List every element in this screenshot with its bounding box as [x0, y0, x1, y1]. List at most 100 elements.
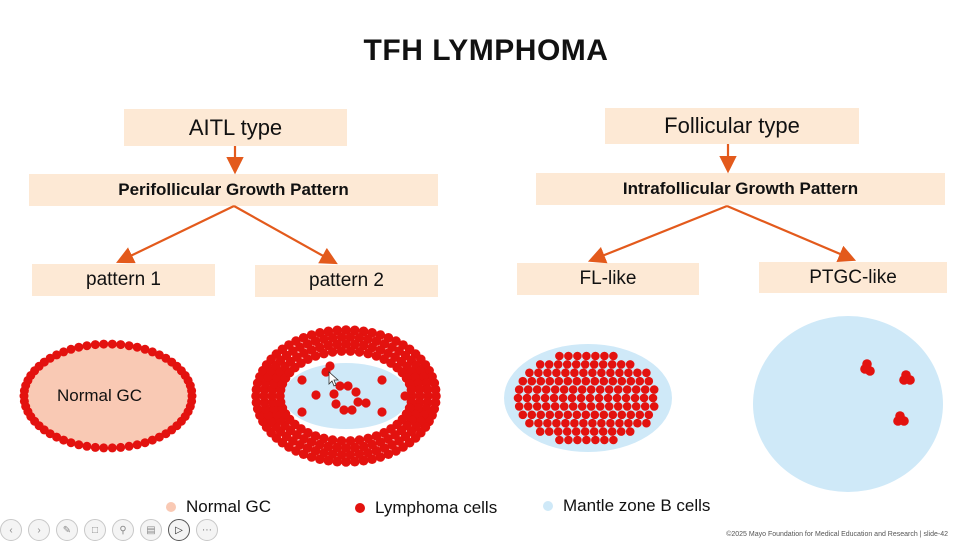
lymphoma-cell [52, 350, 62, 360]
lymphoma-cell [617, 376, 627, 386]
zoom-icon[interactable]: ⚲ [112, 519, 134, 541]
lymphoma-cell [536, 376, 546, 386]
arrow-intra-to-fl [587, 204, 728, 264]
lymphoma-cell [635, 376, 645, 386]
lymphoma-cell [554, 376, 564, 386]
lymphoma-cell [82, 441, 92, 451]
lymphoma-cell [624, 418, 633, 428]
lymphoma-cell [107, 339, 117, 349]
lymphoma-cell [609, 435, 618, 445]
lymphoma-cell [550, 402, 560, 411]
lymphoma-cell [534, 418, 543, 428]
lymphoma-cell [597, 418, 606, 428]
lymphoma-cell [633, 368, 642, 378]
lymphoma-cell [345, 346, 356, 356]
lymphoma-cell [332, 456, 343, 467]
lymphoma-cell [570, 368, 579, 378]
lymphoma-cell [345, 450, 356, 460]
lymphoma-cell [379, 428, 389, 438]
lymphoma-cell [591, 351, 600, 361]
lymphoma-cell [626, 376, 636, 386]
fl-like-label: FL-like [579, 268, 637, 289]
lymphoma-cell [540, 393, 550, 403]
lymphoma-cell [639, 393, 649, 403]
lymphoma-cell [599, 376, 609, 386]
lymphoma-cell [310, 431, 321, 441]
presentation-toolbar: ‹ › ✎ □ ⚲ ▤ ▷ ⋯ [0, 519, 218, 543]
lymphoma-cell [570, 418, 579, 428]
lymphoma-cell [563, 410, 573, 420]
follicular-type-label: Follicular type [664, 113, 800, 138]
lymphoma-cell [642, 418, 651, 428]
lymphoma-cell [644, 410, 654, 420]
lymphoma-cell [624, 368, 633, 378]
lymphoma-cell [532, 385, 542, 394]
lymphoma-cell [552, 418, 561, 428]
ptgc-like-label: PTGC-like [809, 266, 897, 288]
lymphoma-cell [607, 427, 617, 436]
lymphoma-cell [616, 360, 626, 369]
lymphoma-cell [613, 385, 623, 394]
lymphoma-cell [74, 440, 84, 450]
lymphoma-cell [132, 342, 142, 352]
lymphoma-cell [622, 385, 632, 394]
lymphoma-cell [562, 360, 572, 369]
lymphoma-cell [414, 384, 425, 395]
lymphoma-cell [626, 410, 636, 420]
lymphoma-cell [622, 402, 632, 411]
lymphoma-cell [116, 442, 126, 452]
lymphoma-cell [523, 385, 533, 394]
slide-title: TFH LYMPHOMA [363, 34, 609, 67]
lymphoma-cell [527, 376, 537, 386]
lymphoma-cell [518, 376, 528, 386]
lymphoma-cell [606, 368, 615, 378]
lymphoma-cell [535, 360, 545, 369]
lymphoma-cell [329, 389, 339, 399]
lymphoma-cell [553, 360, 563, 369]
follicular-type-box: Follicular type [605, 108, 859, 144]
lymphoma-cell [536, 410, 546, 420]
pattern1-normal-gc [25, 346, 191, 446]
lymphoma-cell [341, 339, 351, 349]
back-icon[interactable]: ‹ [0, 519, 22, 541]
lymphoma-cell [430, 384, 441, 395]
pattern2-figure [251, 325, 441, 467]
copyright-footer: ©2025 Mayo Foundation for Medical Educat… [726, 531, 948, 538]
pattern2-label: pattern 2 [309, 270, 384, 291]
lymphoma-cell [579, 418, 588, 428]
pen-icon[interactable]: ✎ [56, 519, 78, 541]
lymphoma-cell [336, 436, 347, 446]
lymphoma-cell [406, 385, 417, 395]
legend-normal-gc: Normal GC [166, 497, 271, 517]
slides-icon[interactable]: □ [84, 519, 106, 541]
perifollicular-label: Perifollicular Growth Pattern [118, 180, 349, 199]
lymphoma-cell [541, 402, 551, 411]
lymphoma-cell [297, 407, 307, 417]
subtitles-icon[interactable]: ▤ [140, 519, 162, 541]
forward-icon[interactable]: › [28, 519, 50, 541]
lymphoma-cell [319, 348, 329, 359]
lymphoma-cell [107, 443, 117, 453]
lymphoma-cell [582, 435, 591, 445]
lymphoma-cell [555, 351, 564, 361]
lymphoma-cell [325, 361, 335, 371]
lymphoma-cell [523, 402, 533, 411]
lymphoma-cell [585, 393, 595, 403]
lymphoma-cell [336, 450, 347, 460]
more-icon[interactable]: ⋯ [196, 519, 218, 541]
lymphoma-cell [140, 438, 150, 448]
lymphoma-cell [154, 432, 164, 442]
aitl-type-box: AITL type [124, 109, 347, 146]
lymphoma-cell [545, 376, 555, 386]
legend-normal-gc-label: Normal GC [186, 497, 272, 516]
lymphoma-cell [608, 410, 618, 420]
lymphoma-cell [66, 438, 76, 448]
lymphoma-cell [297, 375, 307, 385]
lymphoma-cell [604, 402, 614, 411]
camera-icon[interactable]: ▷ [168, 519, 190, 541]
legend-lymphoma-label: Lymphoma cells [375, 498, 498, 517]
lymphoma-cell [625, 360, 635, 369]
lymphoma-cell [640, 385, 650, 394]
lymphoma-cell [544, 360, 554, 369]
lymphoma-cell [572, 410, 582, 420]
